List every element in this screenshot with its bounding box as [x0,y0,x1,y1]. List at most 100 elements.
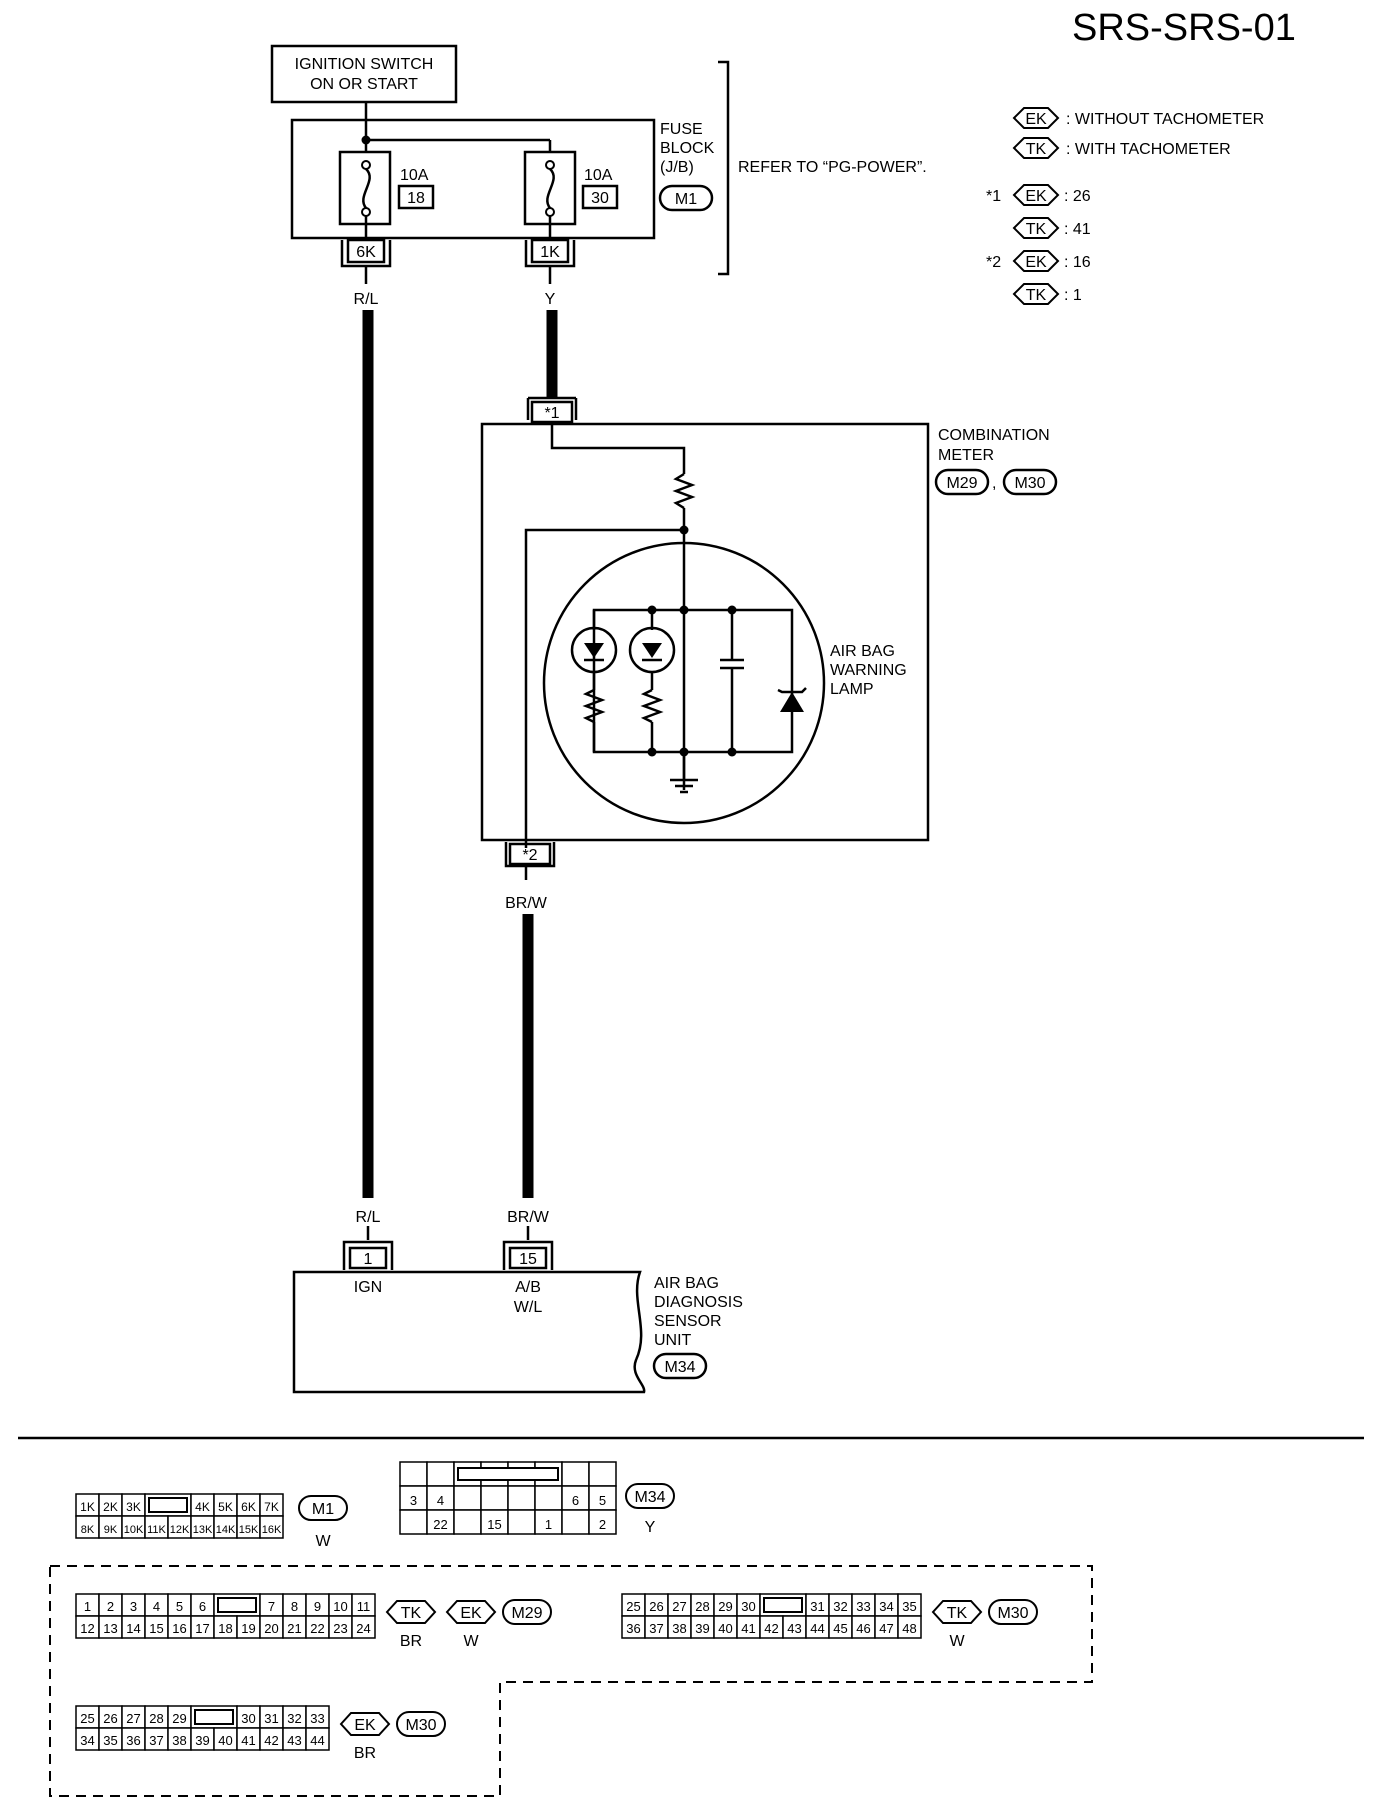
m30tk-pin-26-label: 26 [649,1599,663,1614]
legend-pin-tag-4: TK [1026,287,1047,304]
sensor-pin15-func1: A/B [515,1279,541,1296]
m29-tag-ek-label: EK [460,1605,482,1622]
m30ek-pin-44-label: 44 [310,1733,324,1748]
m34-top-cell [399,1461,428,1487]
m34-top-cell [426,1461,455,1487]
m29-pin-2-label: 2 [107,1599,114,1614]
fuse-block-line3: (J/B) [660,159,694,176]
legend-pin-value-3: : 16 [1064,254,1091,271]
m29-pin-18-label: 18 [218,1621,232,1636]
sensor-pin15-number: 15 [519,1251,537,1268]
m30ek-pin-27-label: 27 [126,1711,140,1726]
wire-brw-top-label: BR/W [505,895,548,912]
fuse-block: 10A 18 10A 30 FUSE BLOCK (J/B) M1 REFER … [290,60,927,276]
m30ek-tag [339,1712,391,1736]
ignition-switch-line2: ON OR START [310,76,418,93]
m1-pin-6K-label: 6K [241,1500,256,1514]
m29-pin-6-label: 6 [199,1599,206,1614]
m29-pin-5-label: 5 [176,1599,183,1614]
m29-pin-23-label: 23 [333,1621,347,1636]
wire-y-label: Y [545,291,556,308]
m30ek-pin-26-label: 26 [103,1711,117,1726]
lamp-line3: LAMP [830,681,874,698]
meter-pin-bottom: *2 [522,847,537,864]
fuse-block-refer: REFER TO “PG-POWER”. [738,159,927,176]
m34-pin-empty [534,1485,563,1511]
m34-pin-empty [453,1509,482,1535]
m1-pin-1K-label: 1K [80,1500,95,1514]
m29-pin-20-label: 20 [264,1621,278,1636]
m29-pin-13-label: 13 [103,1621,117,1636]
legend-pin-tag-2: TK [1026,221,1047,238]
m1-pin-10K-label: 10K [124,1524,144,1536]
m34-pin-empty [480,1485,509,1511]
m29-name-oval [502,1599,552,1625]
lamp-line1: AIR BAG [830,643,895,660]
m29-pin-22-label: 22 [310,1621,324,1636]
m1-name-oval [298,1495,348,1521]
m1-pin-14K-label: 14K [216,1524,236,1536]
ignition-switch: IGNITION SWITCH ON OR START [270,44,458,104]
m30ek-pin-31-label: 31 [264,1711,278,1726]
m29-tag-tk-label: TK [401,1605,422,1622]
meter-connector-m30: M30 [1014,475,1045,492]
fuse-18-rating: 10A [400,167,429,184]
m1-pin-4K-label: 4K [195,1500,210,1514]
m30ek-pin-43-label: 43 [287,1733,301,1748]
m30ek-pin-25-label: 25 [80,1711,94,1726]
m34-pin-1 [534,1509,563,1535]
m30tk-pin-30-label: 30 [741,1599,755,1614]
sensor-line1: AIR BAG [654,1275,719,1292]
m29-pin-1-label: 1 [84,1599,91,1614]
m34-pin-22-label: 22 [433,1517,447,1532]
m30tk-pin-46-label: 46 [856,1621,870,1636]
m34-pin-5 [588,1485,617,1511]
m30tk-pin-41-label: 41 [741,1621,755,1636]
m30tk-pin-28-label: 28 [695,1599,709,1614]
m29-pin-24-label: 24 [356,1621,370,1636]
m30ek-pin-42-label: 42 [264,1733,278,1748]
m34-pin-empty [399,1509,428,1535]
m30tk-pin-34-label: 34 [879,1599,893,1614]
m29-color-tk: BR [400,1633,422,1650]
m1-pin-11K-label: 11K [147,1524,166,1536]
sensor-pin1-wire: R/L [356,1209,381,1226]
m34-pin-2-label: 2 [599,1517,606,1532]
legend-tag-tk: TK [1026,141,1047,158]
legend-pin-value-2: : 41 [1064,221,1091,238]
sensor-line3: SENSOR [654,1313,722,1330]
legend-pin-value-1: : 26 [1064,188,1091,205]
terminal-6k-label: 6K [356,244,376,261]
legend-ek-text: : WITHOUT TACHOMETER [1066,111,1264,128]
m1-name-oval-label: M1 [312,1501,334,1518]
m30ek-name-oval-label: M30 [405,1717,436,1734]
m30tk-pin-48-label: 48 [902,1621,916,1636]
m29-pin-16-label: 16 [172,1621,186,1636]
sensor-pin1-number: 1 [364,1251,373,1268]
m1-pin-16K [259,1515,284,1539]
ignition-switch-line1: IGNITION SWITCH [295,56,434,73]
m29-tag-tk [385,1600,437,1624]
sensor-pin1-func: IGN [354,1279,382,1296]
terminal-6k: 6K [340,238,392,268]
m34-pin-2 [588,1509,617,1535]
m1-color: W [315,1533,331,1550]
m30ek-pin-32-label: 32 [287,1711,301,1726]
m30ek-tag-label: EK [354,1717,376,1734]
m30tk-pin-45-label: 45 [833,1621,847,1636]
terminal-1k-label: 1K [540,244,560,261]
m34-pin-15-label: 15 [487,1517,501,1532]
fuse-18-number: 18 [407,190,425,207]
m30tk-name-oval-label: M30 [997,1605,1028,1622]
m29-color-ek: W [463,1633,479,1650]
m30ek-pin-39-label: 39 [195,1733,209,1748]
m30tk-pin-40-label: 40 [718,1621,732,1636]
legend-pin-tag-3: EK [1025,254,1047,271]
m30tk-pin-29-label: 29 [718,1599,732,1614]
m29-pin-15-label: 15 [149,1621,163,1636]
m30ek-pin-41-label: 41 [241,1733,255,1748]
legend: EK : WITHOUT TACHOMETER TK : WITH TACHOM… [986,107,1264,305]
m30ek-pin-29-label: 29 [172,1711,186,1726]
m30ek-pin-33-label: 33 [310,1711,324,1726]
m30ek-pin-28-label: 28 [149,1711,163,1726]
